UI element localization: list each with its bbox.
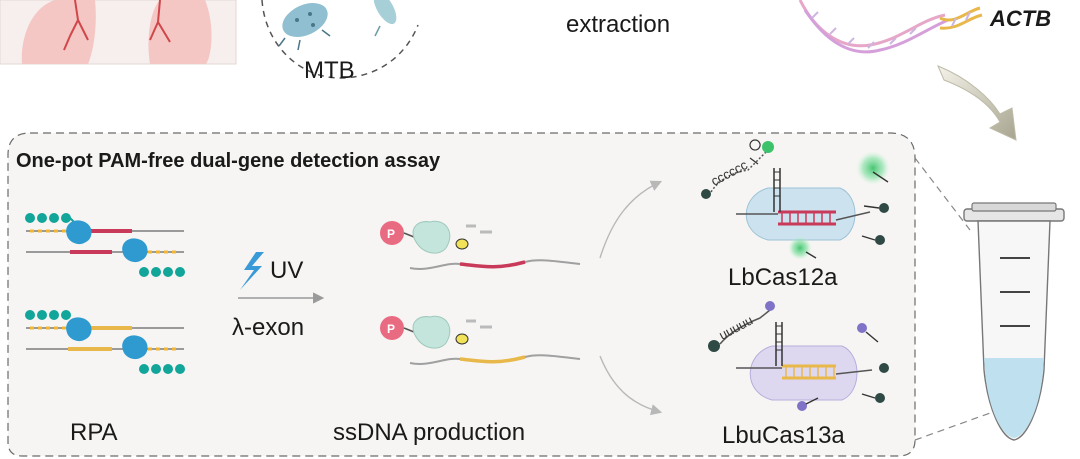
uv-label: UV [270,257,303,284]
mtb-label: MTB [304,57,355,84]
rpa-label: RPA [70,419,118,446]
extraction-label: extraction [566,11,670,38]
tube-guide-bottom [914,407,1005,441]
ssdna-top: P [380,220,581,270]
lbucas13a-complex: uuuuu [708,301,889,411]
branch-arrow-to-cas12 [599,180,663,259]
lbcas12a-complex: cccccc [701,139,890,260]
lbcas12a-label: LbCas12a [728,264,838,291]
phosphate-label-bottom: P [387,322,395,336]
curved-flow-arrow [937,65,1017,141]
exon-label: λ-exon [232,314,304,341]
assay-title: One-pot PAM-free dual-gene detection ass… [16,150,441,172]
uv-lightning-icon [240,252,264,290]
ssdna-bottom: P [380,315,581,365]
dna-strands-illustration: ACTB [798,0,1051,54]
phosphate-label-top: P [387,227,395,241]
patient-lung-illustration [0,0,237,65]
lbucas13a-label: LbuCas13a [722,422,845,449]
ssdna-production-label: ssDNA production [333,419,525,446]
assay-panel [7,132,916,457]
actb-label: ACTB [989,6,1051,31]
bacteria-sample-circle: MTB [261,0,419,84]
branch-arrow-to-cas13 [599,355,663,416]
rpa-amplification-bottom [25,310,185,374]
reaction-tube-icon [963,202,1065,441]
tube-guide-top [914,157,971,231]
rpa-amplification-top [25,213,185,277]
